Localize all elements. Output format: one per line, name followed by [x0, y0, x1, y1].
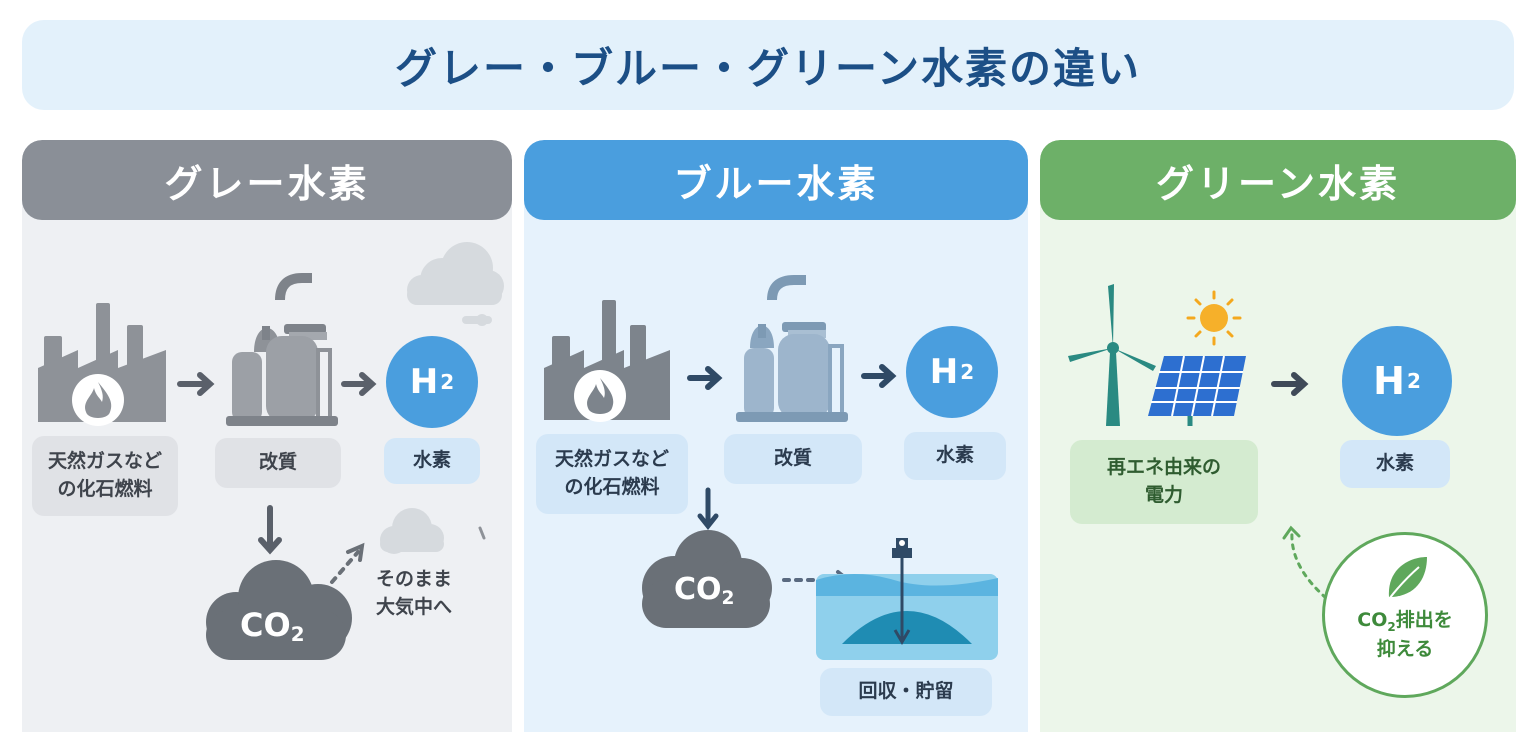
badge-co2-sub: 2: [1387, 619, 1396, 634]
gray-panel-title: グレー水素: [164, 161, 370, 206]
h2-subscript: 2: [440, 370, 455, 394]
blue-source-label: 天然ガスなど の化石燃料: [536, 434, 688, 514]
co2-symbol: CO: [240, 606, 291, 644]
title-bar: グレー・ブルー・グリーン水素の違い: [22, 20, 1514, 110]
co2-cloud-icon: [206, 560, 352, 660]
gray-process-label: 改質: [215, 438, 341, 488]
co2-symbol: CO: [674, 572, 722, 607]
blue-hydrogen-panel: ブルー水素: [524, 140, 1028, 732]
arrow-icon: [258, 505, 282, 555]
sun-icon: [1186, 290, 1242, 346]
green-panel-title: グリーン水素: [1155, 161, 1401, 206]
green-panel-illustration: [1068, 284, 1328, 600]
gray-source-label: 天然ガスなど の化石燃料: [32, 436, 178, 516]
reformer-icon: [736, 275, 848, 422]
arrow-icon: [697, 487, 719, 531]
gray-product-label: 水素: [384, 438, 480, 484]
blue-co2-text: CO2: [674, 572, 734, 609]
h2-subscript: 2: [1406, 369, 1421, 393]
gray-panel-header: グレー水素: [22, 140, 512, 220]
arrow-icon: [330, 542, 365, 584]
h2-symbol: H: [929, 352, 959, 392]
arrow-icon: [687, 366, 723, 390]
cloud-icon: [407, 242, 504, 326]
green-hydrogen-panel: グリーン水素: [1040, 140, 1516, 732]
reformer-icon: [226, 273, 338, 426]
storage-reservoir-icon: [816, 538, 998, 660]
arrow-icon: [1282, 525, 1328, 600]
solar-panel-icon: [1148, 355, 1246, 426]
h2-symbol: H: [409, 362, 439, 402]
badge-rest: 排出を: [1395, 609, 1453, 631]
arrow-icon: [1271, 372, 1309, 396]
blue-panel-illustration: [544, 275, 998, 660]
leaf-icon: [1388, 557, 1427, 600]
blue-panel-title: ブルー水素: [673, 161, 879, 206]
blue-storage-label: 回収・貯留: [820, 668, 992, 716]
blue-product-label: 水素: [904, 432, 1006, 480]
co2-cloud-icon: [642, 530, 772, 628]
gray-hydrogen-panel: グレー水素: [22, 140, 512, 732]
co2-subscript: 2: [721, 588, 735, 609]
co2-subscript: 2: [290, 623, 305, 646]
gray-co2-text: CO2: [240, 606, 304, 646]
flame-icon: [574, 370, 626, 422]
page-title: グレー・ブルー・グリーン水素の違い: [395, 43, 1141, 93]
gray-fate-label: そのまま 大気中へ: [376, 568, 453, 618]
blue-panel-header: ブルー水素: [524, 140, 1028, 220]
green-panel-header: グリーン水素: [1040, 140, 1516, 220]
green-source-label: 再エネ由来の 電力: [1070, 440, 1258, 524]
badge-line2: 抑える: [1376, 638, 1434, 661]
cloud-icon: [380, 508, 444, 554]
wind-turbine-icon: [1068, 284, 1156, 426]
blue-process-label: 改質: [724, 434, 862, 484]
h2-symbol: H: [1373, 359, 1405, 403]
green-product-label: 水素: [1340, 440, 1450, 488]
badge-co2: CO: [1357, 609, 1388, 631]
arrow-icon: [177, 372, 215, 396]
cloud-streak-icon: [478, 526, 486, 540]
gray-panel-illustration: [38, 242, 504, 660]
co2-reduction-badge: CO2排出を 抑える: [1322, 532, 1488, 698]
badge-text: CO2排出を 抑える: [1325, 607, 1485, 664]
flame-icon: [72, 374, 124, 426]
h2-subscript: 2: [960, 360, 975, 384]
arrow-icon: [341, 372, 377, 396]
arrow-icon: [861, 364, 897, 388]
